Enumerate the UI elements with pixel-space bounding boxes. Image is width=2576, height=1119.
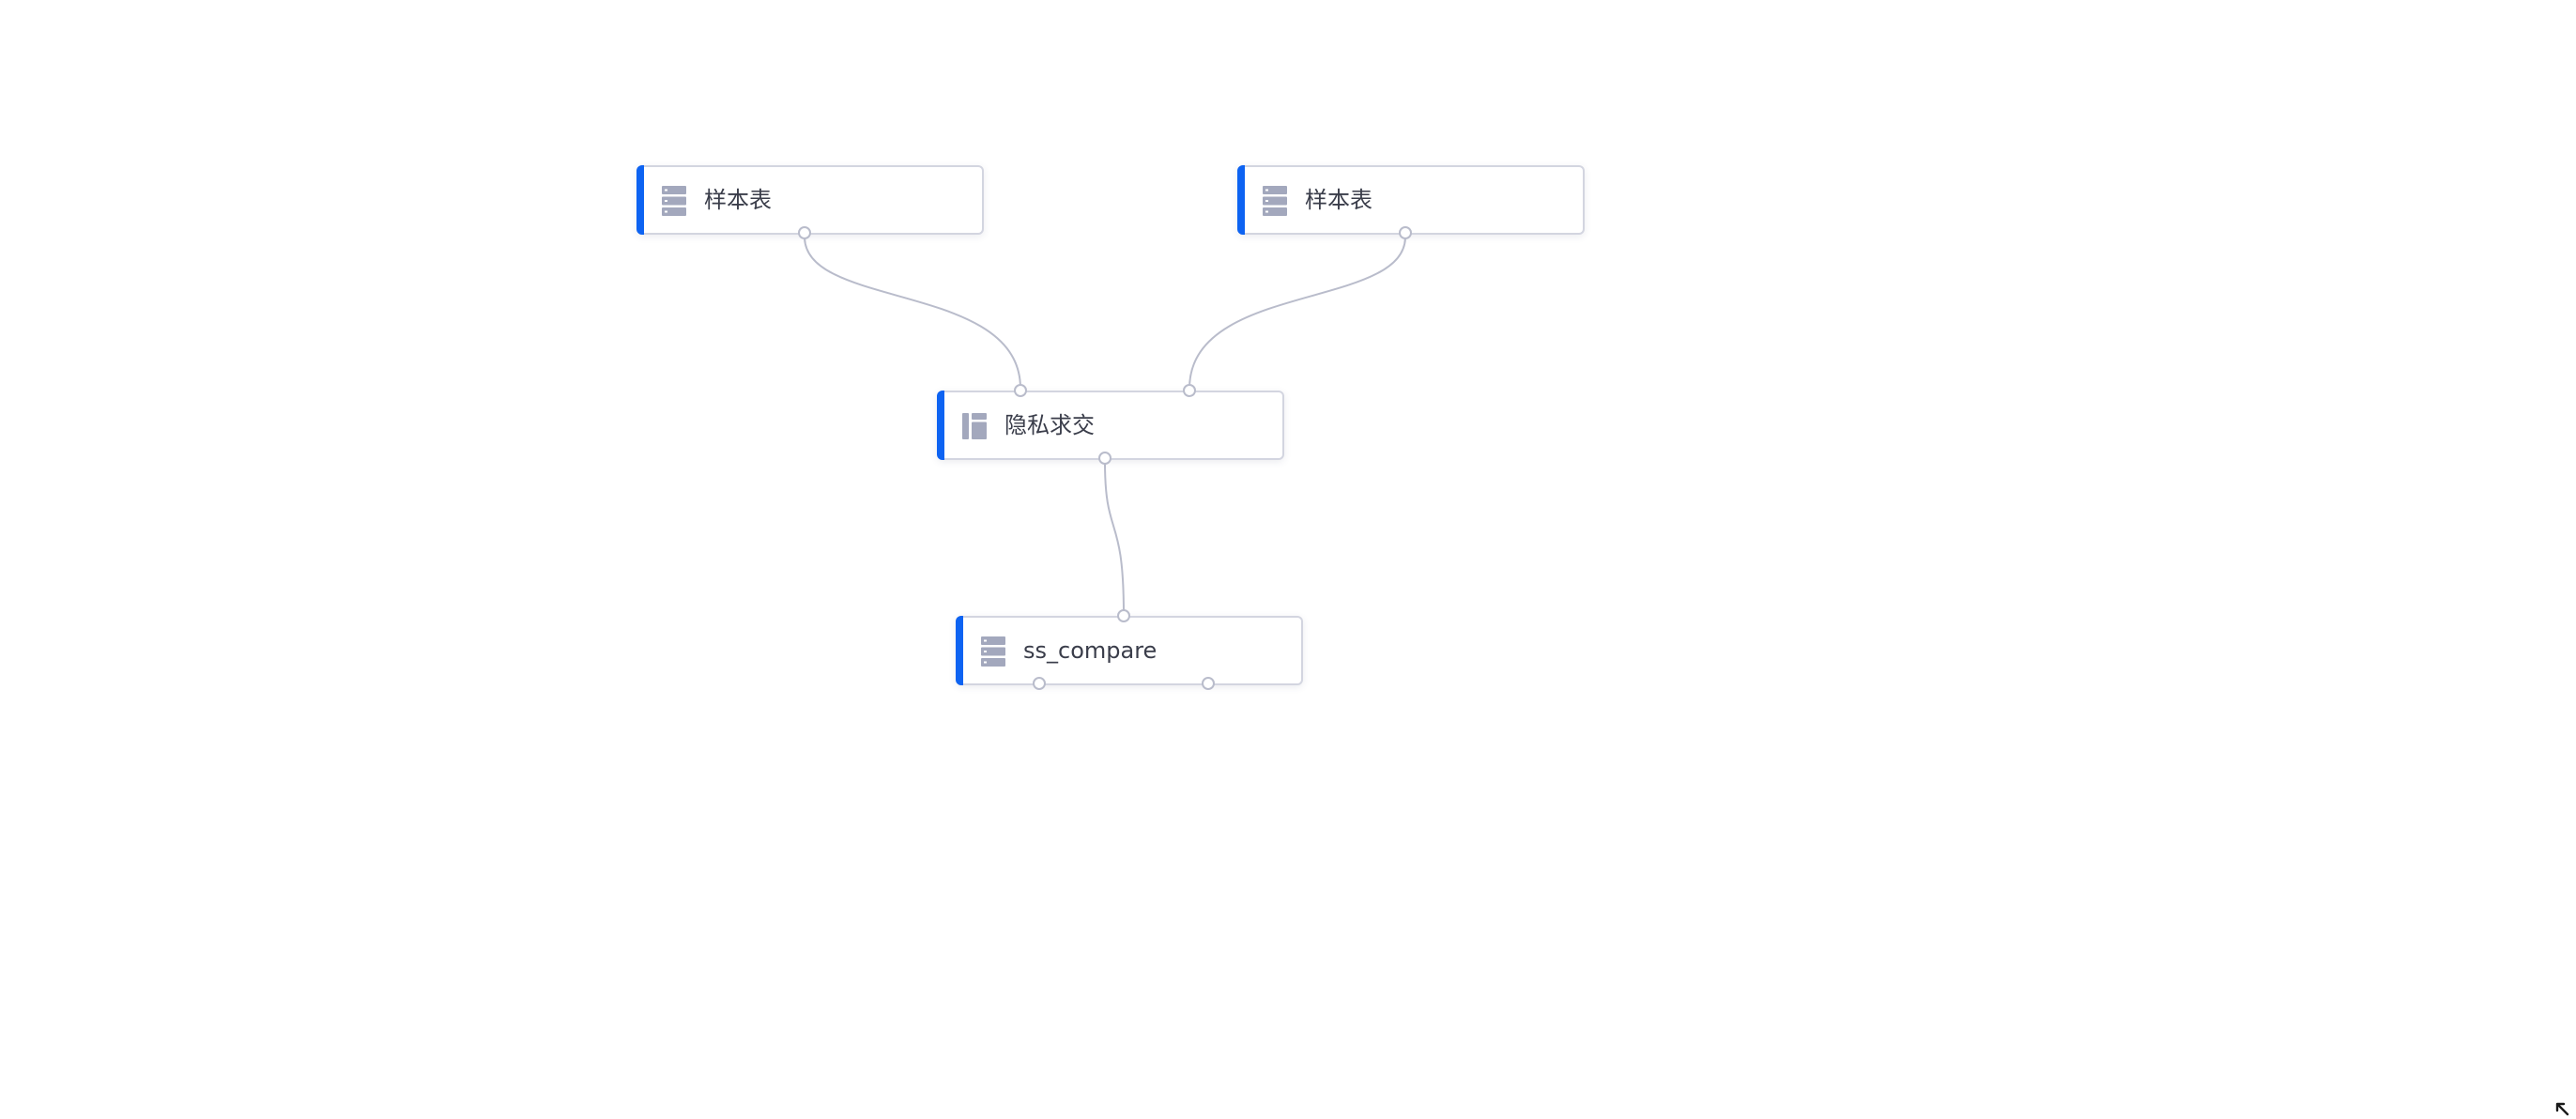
node-psi[interactable]: 隐私求交 [937,391,1284,460]
table-icon [981,636,1005,667]
input-port[interactable] [1183,384,1196,397]
table-icon [1263,186,1287,216]
layout-icon [962,413,987,439]
node-ss-compare[interactable]: ss_compare [956,616,1303,685]
edge-sample-table-2-to-psi[interactable] [1188,236,1406,390]
output-port[interactable] [1098,452,1112,465]
input-port[interactable] [1117,609,1130,622]
table-icon [662,186,686,216]
resize-arrow-icon[interactable] [2555,1102,2570,1117]
edge-sample-table-1-to-psi[interactable] [804,236,1021,390]
node-accent-bar [937,391,944,460]
node-accent-bar [636,165,644,235]
output-port[interactable] [1399,226,1412,239]
output-port[interactable] [798,226,811,239]
node-label: ss_compare [1023,637,1158,664]
node-sample-table-1[interactable]: 样本表 [636,165,984,235]
edge-psi-to-ss-compare[interactable] [1104,461,1125,615]
input-port[interactable] [1014,384,1027,397]
node-accent-bar [956,616,963,685]
node-sample-table-2[interactable]: 样本表 [1237,165,1585,235]
output-port[interactable] [1033,677,1046,690]
node-label: 样本表 [704,187,772,213]
output-port[interactable] [1202,677,1215,690]
node-accent-bar [1237,165,1245,235]
node-label: 隐私求交 [1004,412,1095,438]
node-label: 样本表 [1305,187,1372,213]
